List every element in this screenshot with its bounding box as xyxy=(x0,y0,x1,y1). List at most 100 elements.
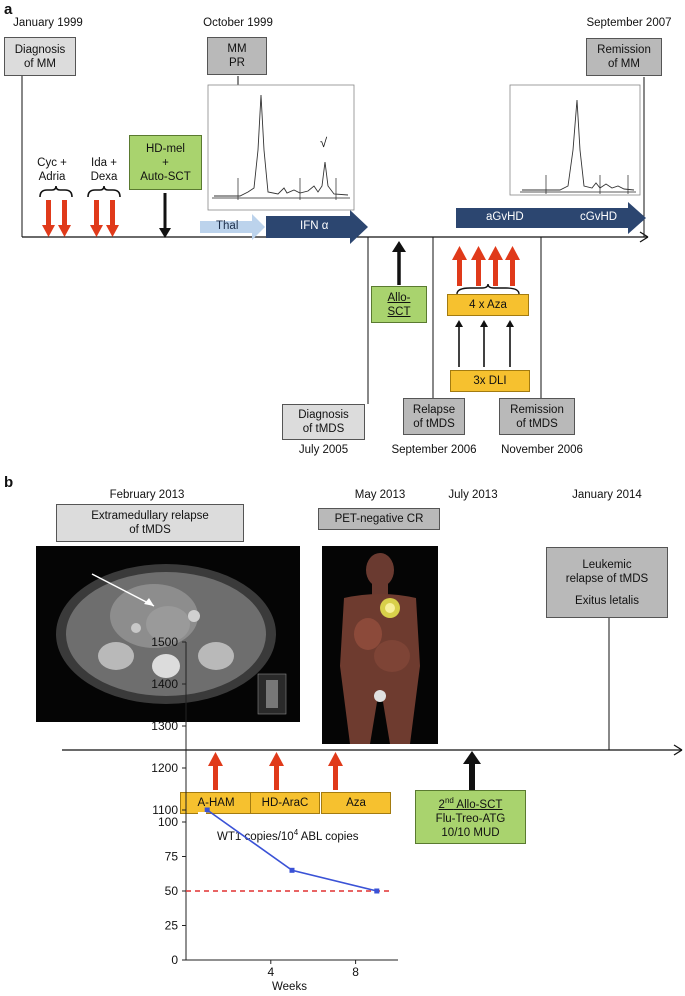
thal-label: Thal xyxy=(216,220,239,232)
pet-negative-cr-box: PET-negative CR xyxy=(318,508,440,530)
leukemic-line2: relapse of tMDS xyxy=(565,572,649,585)
pet-scan-image xyxy=(322,546,438,744)
panel-b-label: b xyxy=(4,474,14,491)
x-tick-label: 4 xyxy=(267,965,274,979)
ct-scan-drawing xyxy=(56,564,287,715)
diagnosis-tmds-box: Diagnosis of tMDS xyxy=(282,404,365,440)
x-tick-label: 8 xyxy=(352,965,359,979)
chart-title-sup: 4 xyxy=(293,828,299,837)
cyc-adria-label: Cyc + Adria xyxy=(30,156,74,184)
chart-title-post: ABL copies xyxy=(298,830,359,843)
pet-scan-drawing xyxy=(340,553,420,744)
y-tick-label: 25 xyxy=(165,919,179,933)
gvhd-arrow xyxy=(456,202,646,234)
remission-tmds-line1: Remission xyxy=(510,403,564,416)
mm-pr-line1: MM xyxy=(227,43,247,55)
panel-a-label: a xyxy=(4,1,13,18)
chemo-red-arrows xyxy=(42,200,119,237)
wt1-data-point xyxy=(374,888,380,894)
hd-mel-line2: + xyxy=(162,156,169,169)
y-tick-label: 1200 xyxy=(151,761,178,775)
ida-dexa-label: Ida + Dexa xyxy=(82,156,126,184)
ifn-arrow xyxy=(266,210,368,244)
hd-mel-line3: Auto-SCT xyxy=(140,170,191,183)
ida-line2: Dexa xyxy=(90,171,118,183)
salvage-red-arrows xyxy=(208,752,343,790)
remission-tmds-box: Remission of tMDS xyxy=(499,398,575,435)
extramedullary-line2: of tMDS xyxy=(129,524,171,536)
relapse-tmds-box: Relapse of tMDS xyxy=(403,398,465,435)
aza-4x-box: 4 x Aza xyxy=(447,294,529,316)
flu-treo-label: Flu-Treo-ATG xyxy=(435,812,506,825)
remission-mm-line2: of MM xyxy=(608,58,640,70)
dli-3x-box: 3x DLI xyxy=(450,370,530,392)
wt1-data-point xyxy=(204,807,210,813)
diagnosis-mm-box: Diagnosis of MM xyxy=(4,37,76,76)
ifn-label: IFN α xyxy=(300,220,329,232)
agvhd-label: aGvHD xyxy=(486,211,524,223)
leukemic-line3: Exitus letalis xyxy=(575,594,639,607)
allo-sct-box: Allo- SCT xyxy=(371,286,427,323)
allo-sct-line2: SCT xyxy=(387,305,411,318)
electrophoresis-oct1999 xyxy=(207,84,355,211)
y-tick-label: 75 xyxy=(165,850,179,864)
aza-red-arrows xyxy=(452,246,520,286)
mud-label: 10/10 MUD xyxy=(441,826,500,839)
aza-box: Aza xyxy=(321,792,391,814)
wt1-data-point xyxy=(289,867,295,873)
y-tick-label: 100 xyxy=(158,815,178,829)
diagnosis-tmds-line2: of tMDS xyxy=(302,423,345,435)
date-jul-2005: July 2005 xyxy=(298,444,349,456)
date-jan-1999: January 1999 xyxy=(13,17,83,29)
date-oct-1999: October 1999 xyxy=(203,17,273,29)
allo-sct-line1: Allo- xyxy=(387,291,411,304)
diagnosis-mm-line2: of MM xyxy=(24,57,56,70)
second-allo-num: 2 xyxy=(438,798,445,811)
thal-arrow xyxy=(200,214,265,240)
hd-arac-box: HD-AraC xyxy=(250,792,320,814)
date-jan-2014: January 2014 xyxy=(572,489,642,501)
second-allo-sct-box: 2nd Allo-SCT Flu-Treo-ATG 10/10 MUD xyxy=(415,790,526,844)
hd-mel-line1: HD-mel xyxy=(146,142,185,155)
extramedullary-relapse-box: Extramedullary relapse of tMDS xyxy=(56,504,244,542)
remission-mm-box: Remission of MM xyxy=(586,38,662,76)
y-tick-label: 50 xyxy=(165,884,179,898)
remission-tmds-line2: of tMDS xyxy=(516,417,558,430)
y-tick-label: 1400 xyxy=(151,677,178,691)
cgvhd-label: cGvHD xyxy=(580,211,618,223)
second-allo-sup: nd xyxy=(444,796,454,806)
y-tick-label: 1100 xyxy=(152,803,178,817)
y-tick-label: 1300 xyxy=(151,719,178,733)
cyc-line1: Cyc + xyxy=(37,157,67,169)
electrophoresis-mark: √ xyxy=(320,135,328,150)
y-tick-label: 1500 xyxy=(151,635,178,649)
second-allo-line1: 2nd Allo-SCT xyxy=(439,794,503,812)
chart-title: WT1 copies/104 ABL copies xyxy=(217,828,358,843)
relapse-tmds-line2: of tMDS xyxy=(413,417,455,430)
cyc-line2: Adria xyxy=(38,171,66,183)
date-nov-2006: November 2006 xyxy=(501,444,583,456)
date-sep-2007: September 2007 xyxy=(586,17,672,29)
wt1-series-line xyxy=(206,809,377,892)
y-tick-label: 0 xyxy=(171,953,178,967)
leukemic-relapse-box: Leukemic relapse of tMDS Exitus letalis xyxy=(546,547,668,618)
date-sep-2006: September 2006 xyxy=(391,444,477,456)
remission-mm-line1: Remission xyxy=(597,44,651,56)
leukemic-line1: Leukemic xyxy=(582,558,632,571)
extramedullary-line1: Extramedullary relapse xyxy=(91,510,209,522)
axis-break-gap xyxy=(198,812,206,820)
diagnosis-mm-line1: Diagnosis xyxy=(14,43,66,56)
mm-pr-box: MM PR xyxy=(207,37,267,75)
diagnosis-tmds-line1: Diagnosis xyxy=(298,409,349,421)
chart-xlabel: Weeks xyxy=(272,981,307,993)
second-allo-rest: Allo-SCT xyxy=(453,798,503,811)
hd-mel-auto-sct-box: HD-mel + Auto-SCT xyxy=(129,135,202,190)
ct-scan-image xyxy=(36,546,300,722)
chart-title-pre: WT1 copies/10 xyxy=(217,830,294,843)
ida-line1: Ida + xyxy=(91,157,117,169)
mm-pr-line2: PR xyxy=(229,57,245,69)
relapse-tmds-line1: Relapse xyxy=(412,403,456,416)
date-jul-2013: July 2013 xyxy=(448,489,498,501)
